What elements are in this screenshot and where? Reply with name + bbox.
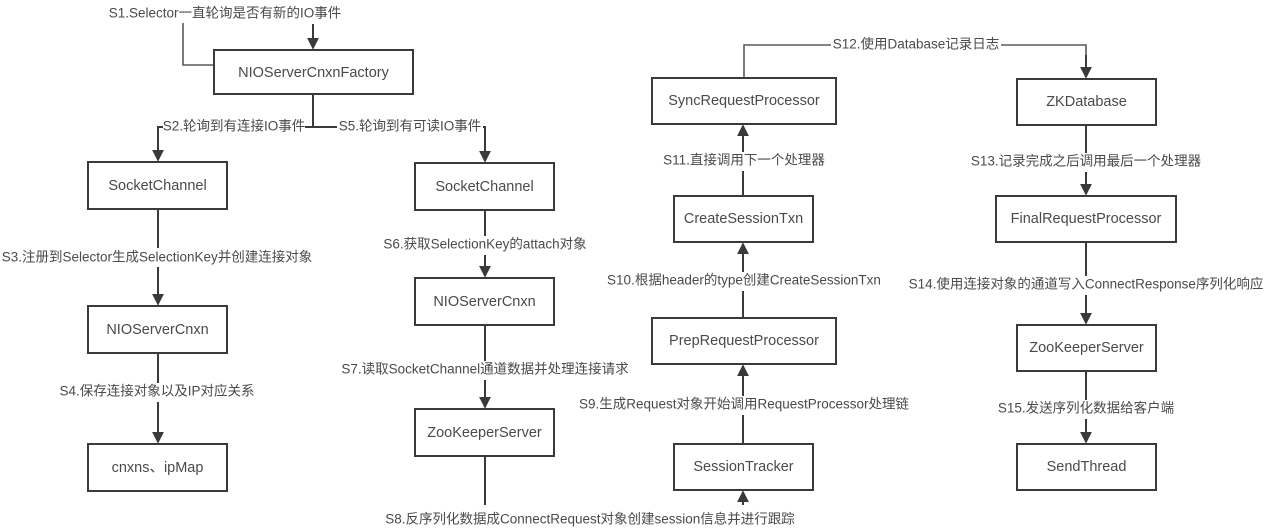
label-plate <box>993 400 1179 419</box>
node-cnxns-ipmap[interactable]: cnxns、ipMap <box>87 443 228 492</box>
edge-label-s15: S15.发送序列化数据给客户端 <box>993 400 1179 419</box>
edge-s8 <box>484 456 749 505</box>
node-finalrequestprocessor[interactable]: FinalRequestProcessor <box>995 195 1177 243</box>
edge-label-text: S10.根据header的type创建CreateSessionTxn <box>607 273 881 288</box>
edge-s1-path <box>182 22 214 66</box>
node-box <box>1016 324 1157 372</box>
node-box <box>673 443 814 491</box>
node-nioservercnxn-b[interactable]: NIOServerCnxn <box>414 277 555 326</box>
node-socketchannel-b[interactable]: SocketChannel <box>414 162 555 211</box>
edge-label-s10: S10.根据header的type创建CreateSessionTxn <box>605 272 883 291</box>
label-plate <box>578 396 910 415</box>
node-label: NIOServerCnxn <box>106 322 208 338</box>
node-box <box>87 443 228 492</box>
edge-label-s11: S11.直接调用下一个处理器 <box>657 152 831 171</box>
node-label: SocketChannel <box>435 179 533 195</box>
node-nioservercnxn-a[interactable]: NIOServerCnxn <box>87 305 228 354</box>
label-plate <box>966 153 1206 172</box>
node-preprequestprocessor[interactable]: PrepRequestProcessor <box>651 317 837 365</box>
node-label: SendThread <box>1047 459 1127 475</box>
node-label: cnxns、ipMap <box>112 460 204 476</box>
node-createsessiontxn[interactable]: CreateSessionTxn <box>673 195 814 243</box>
node-label: SyncRequestProcessor <box>668 93 820 109</box>
node-box <box>1016 443 1157 491</box>
label-plate <box>337 118 483 136</box>
label-plate <box>340 361 630 380</box>
node-box <box>414 408 555 457</box>
node-label: ZooKeeperServer <box>427 425 542 441</box>
node-box <box>414 162 555 211</box>
edge-label-s9: S9.生成Request对象开始调用RequestProcessor处理链 <box>578 396 910 415</box>
node-socketchannel-a[interactable]: SocketChannel <box>87 161 228 210</box>
label-plate <box>378 236 592 255</box>
edge-label-s2: S2.轮询到有连接IO事件 <box>163 118 306 136</box>
edge-label-s5: S5.轮询到有可读IO事件 <box>337 118 483 136</box>
label-plate <box>0 248 316 267</box>
node-box <box>1016 78 1157 126</box>
node-label: NIOServerCnxnFactory <box>238 65 389 81</box>
node-sessiontracker[interactable]: SessionTracker <box>673 443 814 491</box>
edge-label-s1: S1.Selector一直轮询是否有新的IO事件 <box>103 4 348 23</box>
edge-s1 <box>182 22 319 66</box>
edge-label-text: S8.反序列化数据成ConnectRequest对象创建session信息并进行… <box>385 511 795 527</box>
edge-label-text: S1.Selector一直轮询是否有新的IO事件 <box>109 6 342 21</box>
label-plate <box>605 272 883 291</box>
edge-label-text: S12.使用Database记录日志 <box>833 36 1000 52</box>
edge-label-s6: S6.获取SelectionKey的attach对象 <box>378 236 592 255</box>
label-plate <box>103 4 348 23</box>
edge-label-text: S13.记录完成之后调用最后一个处理器 <box>971 154 1202 169</box>
node-box <box>213 49 414 95</box>
node-zookeeperserver-b[interactable]: ZooKeeperServer <box>414 408 555 457</box>
edge-label-text: S11.直接调用下一个处理器 <box>663 152 825 168</box>
node-label: ZKDatabase <box>1046 94 1127 110</box>
edge-label-text: S14.使用连接对象的通道写入ConnectResponse序列化响应 <box>909 276 1264 292</box>
edge-label-s12: S12.使用Database记录日志 <box>831 36 1001 54</box>
node-zookeeperserver-d[interactable]: ZooKeeperServer <box>1016 324 1157 372</box>
edge-label-text: S4.保存连接对象以及IP对应关系 <box>59 383 254 399</box>
node-sendthread[interactable]: SendThread <box>1016 443 1157 491</box>
node-label: ZooKeeperServer <box>1029 340 1144 356</box>
label-plate <box>831 36 1001 54</box>
node-label: PrepRequestProcessor <box>669 333 819 349</box>
edge-label-s4: S4.保存连接对象以及IP对应关系 <box>8 383 308 402</box>
node-syncrequestprocessor[interactable]: SyncRequestProcessor <box>651 77 837 125</box>
edge-label-text: S5.轮询到有可读IO事件 <box>339 119 482 134</box>
node-box <box>87 305 228 354</box>
label-plate <box>657 152 831 171</box>
edge-label-s13: S13.记录完成之后调用最后一个处理器 <box>966 153 1206 172</box>
label-plate <box>8 383 308 402</box>
label-plate <box>163 118 305 136</box>
label-plate <box>907 276 1266 295</box>
node-label: NIOServerCnxn <box>433 294 535 310</box>
node-label: SocketChannel <box>108 178 206 194</box>
node-zkdatabase[interactable]: ZKDatabase <box>1016 78 1157 126</box>
edge-label-s8: S8.反序列化数据成ConnectRequest对象创建session信息并进行… <box>385 511 795 530</box>
node-label: SessionTracker <box>693 459 793 475</box>
label-plate <box>385 511 795 530</box>
edge-label-text: S6.获取SelectionKey的attach对象 <box>383 237 586 252</box>
node-box <box>651 77 837 125</box>
edge-label-text: S15.发送序列化数据给客户端 <box>998 400 1174 416</box>
node-box <box>414 277 555 326</box>
edge-label-text: S7.读取SocketChannel通道数据并处理连接请求 <box>341 361 629 377</box>
edge-label-s7: S7.读取SocketChannel通道数据并处理连接请求 <box>340 361 630 380</box>
edge-label-text: S3.注册到Selector生成SelectionKey并创建连接对象 <box>2 249 313 265</box>
edge-label-text: S2.轮询到有连接IO事件 <box>163 118 306 134</box>
node-box <box>995 195 1177 243</box>
edge-label-text: S9.生成Request对象开始调用RequestProcessor处理链 <box>579 397 910 412</box>
node-label: CreateSessionTxn <box>684 211 803 227</box>
node-label: FinalRequestProcessor <box>1011 211 1162 227</box>
node-box <box>673 195 814 243</box>
node-nioservercnxnfactory[interactable]: NIOServerCnxnFactory <box>213 49 414 95</box>
node-box <box>651 317 837 365</box>
edge-label-s3: S3.注册到Selector生成SelectionKey并创建连接对象 <box>0 248 316 267</box>
node-box <box>87 161 228 210</box>
edge-label-s14: S14.使用连接对象的通道写入ConnectResponse序列化响应 <box>907 276 1266 295</box>
